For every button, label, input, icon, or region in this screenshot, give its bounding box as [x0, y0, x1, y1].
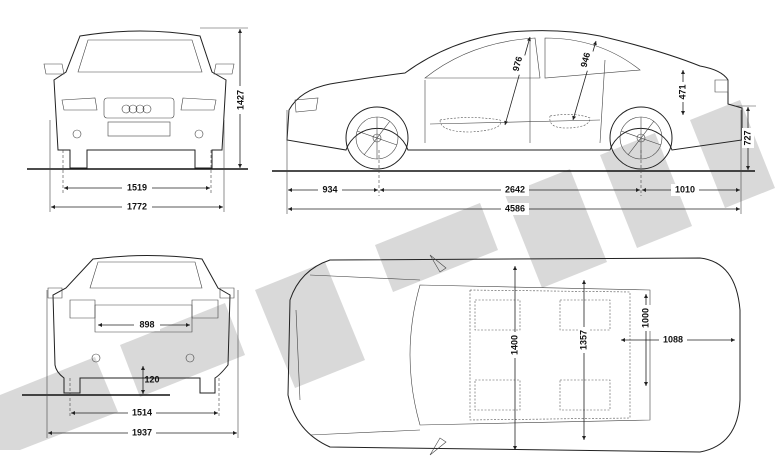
- front-width-label: 1772: [127, 201, 147, 211]
- front-view: 1427 1519 1772: [27, 27, 248, 213]
- overall-length-label: 4586: [505, 203, 525, 213]
- rear-overhang-label: 1010: [675, 184, 695, 194]
- trunk-opening-width-label: 898: [139, 319, 154, 329]
- trunk-width-label: 1000: [640, 308, 650, 328]
- top-view: 1400 1357 1000 1088: [287, 254, 741, 456]
- wheelbase-label: 2642: [505, 184, 525, 194]
- front-height-label: 1427: [235, 90, 245, 110]
- front-headroom-label: 976: [511, 55, 525, 72]
- trunk-opening-height-label: 471: [677, 84, 687, 99]
- rear-view: 898 120 1514 1937: [22, 255, 239, 439]
- rear-track-label: 1514: [132, 407, 152, 417]
- front-track-label: 1519: [127, 182, 147, 192]
- front-overhang-label: 934: [322, 184, 337, 194]
- width-with-mirrors-label: 1937: [132, 427, 152, 437]
- front-shoulder-width-label: 1400: [509, 335, 519, 355]
- side-view: 976 946 471 727 934 2642 1010 4586: [272, 30, 756, 215]
- ground-clearance-label: 120: [144, 374, 159, 384]
- rear-headroom-label: 946: [579, 51, 593, 68]
- loading-sill-height-label: 727: [742, 130, 752, 145]
- rear-shoulder-width-label: 1357: [578, 330, 588, 350]
- watermark: [0, 100, 775, 450]
- trunk-length-label: 1088: [663, 334, 683, 344]
